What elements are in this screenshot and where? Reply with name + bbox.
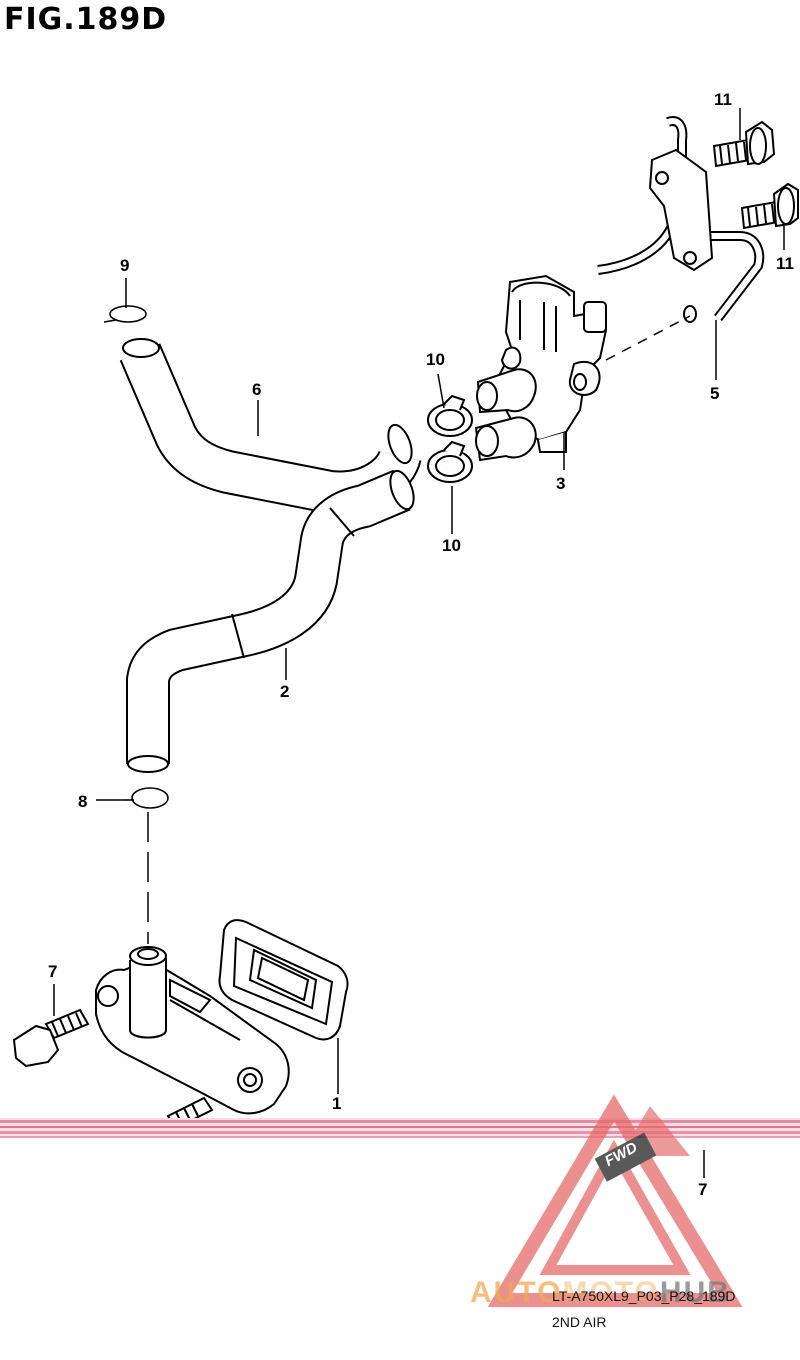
pipe-5	[598, 121, 759, 322]
figure-title: FIG.189D	[4, 2, 168, 37]
callout-1: 1	[332, 1094, 342, 1113]
figure-code: LT-A750XL9_P03_P28_189D	[552, 1288, 736, 1304]
callout-2: 2	[280, 682, 290, 701]
clamp-10-upper	[428, 396, 472, 436]
figure-caption: 2ND AIR	[552, 1314, 607, 1330]
callout-6: 6	[252, 380, 262, 399]
callout-5: 5	[710, 384, 720, 403]
callout-10-lower: 10	[442, 536, 461, 555]
hose-2	[128, 468, 418, 772]
bolt-7-left	[14, 1010, 88, 1066]
clamp-10-lower	[428, 442, 472, 482]
bolt-11-upper	[714, 122, 774, 166]
leader-lines	[53, 108, 785, 1178]
watermark-triangle	[487, 1094, 743, 1307]
hose-6	[123, 339, 416, 492]
callout-3: 3	[556, 474, 566, 493]
callout-7-left: 7	[48, 962, 58, 981]
watermark-band	[0, 1118, 800, 1138]
watermark-brand-auto: AUTO	[470, 1276, 563, 1309]
gasket-1	[220, 920, 348, 1039]
callout-10-upper: 10	[426, 350, 445, 369]
callout-11-lower: 11	[776, 254, 794, 273]
valve-3	[476, 276, 606, 460]
watermark-brand-hub: HUB	[659, 1276, 731, 1309]
leader-dashed-5	[605, 315, 691, 361]
watermark-brand: AUTOMOTOHUB	[470, 1276, 731, 1310]
callout-11-upper: 11	[714, 90, 732, 109]
watermark-brand-moto: MOTO	[562, 1276, 660, 1309]
clip-9	[104, 306, 146, 322]
callout-9: 9	[120, 256, 130, 275]
housing-1	[96, 947, 289, 1113]
clip-8	[124, 788, 168, 808]
bolt-11-lower	[742, 184, 798, 228]
callout-7-right: 7	[698, 1180, 708, 1199]
callout-8: 8	[78, 792, 88, 811]
